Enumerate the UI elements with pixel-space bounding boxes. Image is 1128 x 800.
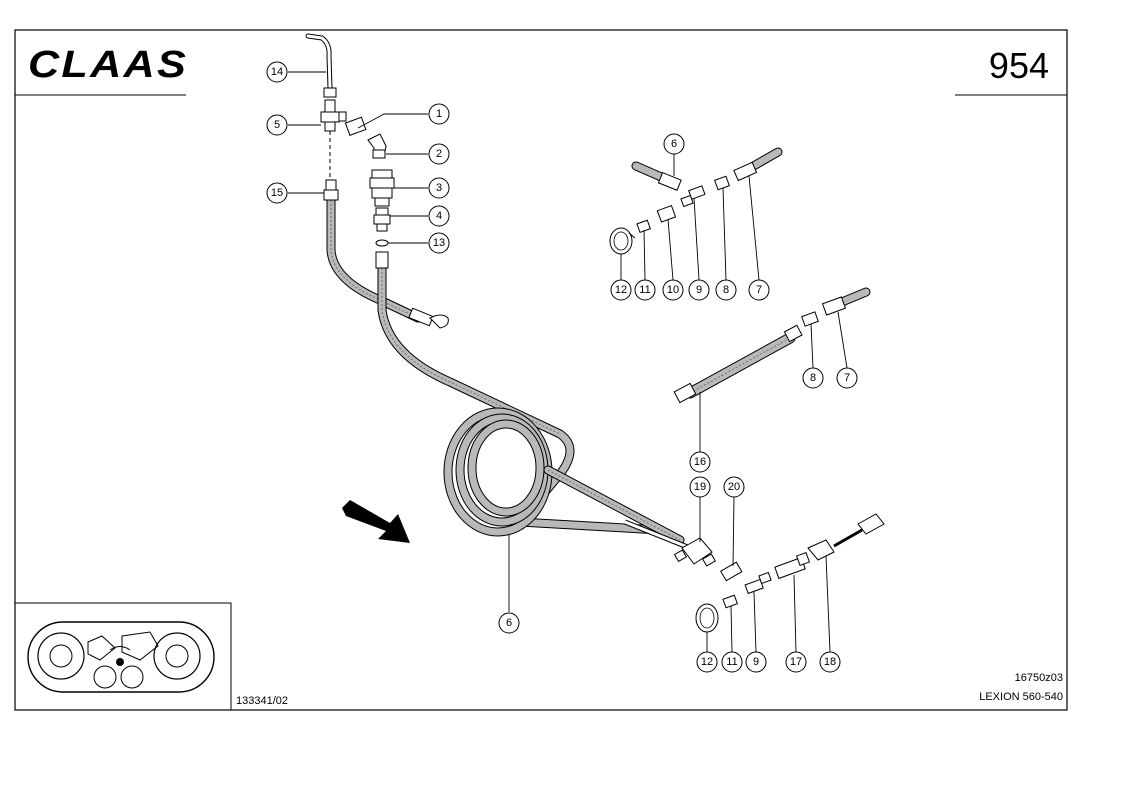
callout-9-bottom: 9 [745,591,767,673]
callout-13: 13 [388,232,450,254]
sheet-border [14,29,1068,711]
drawing-id: 16750z03 [1015,672,1063,684]
svg-text:11: 11 [726,656,737,668]
model-label: LEXION 560-540 [979,691,1063,703]
machine-thumbnail [14,602,232,711]
svg-text:7: 7 [756,284,762,296]
svg-text:5: 5 [274,119,280,131]
svg-text:20: 20 [728,481,740,493]
callout-14: 14 [266,61,326,83]
svg-text:6: 6 [506,617,512,629]
callout-17: 17 [785,574,807,673]
callout-16: 16 [689,392,711,473]
thumbnail-reference: 133341/02 [236,695,288,707]
svg-text:6: 6 [671,138,677,150]
callout-7-top: 7 [748,175,770,301]
callout-2: 2 [386,143,450,165]
svg-text:10: 10 [667,284,679,296]
callout-20: 20 [723,476,745,567]
claas-logo: CLAAS [28,44,188,86]
svg-text:9: 9 [696,284,702,296]
callout-11-top: 11 [634,229,656,301]
svg-text:14: 14 [271,66,283,78]
hose-6 [377,263,691,551]
fitting-group-right-2 [673,287,871,404]
svg-text:7: 7 [844,372,850,384]
callout-19: 19 [689,476,711,542]
callout-1: 1 [357,103,450,129]
callout-8-top: 8 [715,187,737,301]
svg-text:19: 19 [694,481,706,493]
svg-text:17: 17 [790,656,802,668]
direction-arrow [342,500,410,543]
fitting-group-top [320,87,395,269]
svg-text:4: 4 [436,210,442,222]
callout-15: 15 [266,182,324,204]
callout-12-top: 12 [610,254,632,301]
callout-10-top: 10 [662,218,684,301]
svg-text:12: 12 [701,656,713,668]
fitting-group-bottom [673,513,885,633]
callout-9-top: 9 [688,197,710,301]
callout-3: 3 [394,177,450,199]
fitting-group-right-1 [609,147,783,255]
callout-6-bottom: 6 [498,534,520,634]
svg-text:2: 2 [436,148,442,160]
svg-text:8: 8 [723,284,729,296]
callout-8-mid: 8 [802,323,824,389]
callout-12-bottom: 12 [696,632,718,673]
callout-18: 18 [819,555,841,673]
svg-text:9: 9 [753,656,759,668]
page-number: 954 [989,45,1049,86]
callout-4: 4 [390,205,450,227]
svg-text:15: 15 [271,187,283,199]
svg-text:3: 3 [436,182,442,194]
svg-text:12: 12 [615,284,627,296]
callout-5: 5 [266,114,321,136]
svg-text:1: 1 [436,108,442,120]
svg-text:18: 18 [824,656,836,668]
callout-11-bottom: 11 [721,605,743,673]
svg-text:13: 13 [433,237,445,249]
callout-6-top: 6 [663,133,685,176]
svg-text:8: 8 [810,372,816,384]
callout-7-mid: 7 [836,311,858,389]
svg-text:16: 16 [694,456,706,468]
svg-text:11: 11 [639,284,650,296]
